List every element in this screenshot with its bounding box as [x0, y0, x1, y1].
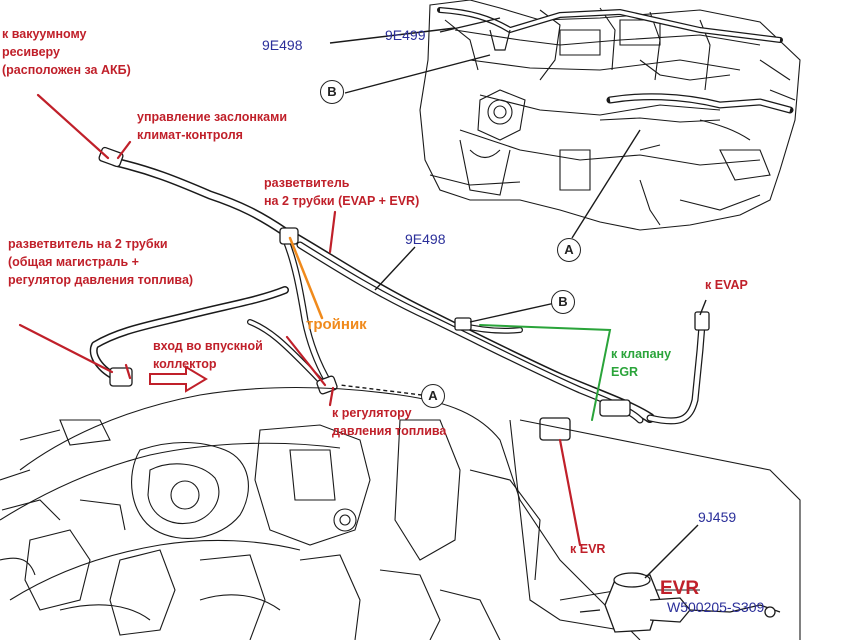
part-number-9e498-top: 9E498 [262, 37, 303, 53]
intake-arrow [149, 365, 208, 393]
label-tee: тройник [306, 316, 367, 333]
label-vacuum-receiver: к вакуумному ресиверу (расположен за АКБ… [2, 25, 131, 79]
label-line: климат-контроля [137, 128, 243, 142]
label-line: (расположен за АКБ) [2, 63, 131, 77]
label-line: ресиверу [2, 45, 60, 59]
label-line: разветвитель [264, 176, 350, 190]
callout-a-right: A [557, 238, 581, 262]
part-number-9e499: 9E499 [385, 27, 426, 43]
label-climate-control: управление заслонками климат-контроля [137, 108, 287, 144]
label-line: регулятор давления топлива) [8, 273, 194, 287]
label-to-evr: к EVR [570, 542, 606, 556]
orange-leader [288, 236, 324, 320]
part-number-w500205: W500205-S309 [667, 599, 765, 615]
label-line: к клапану [611, 347, 672, 361]
callout-b-top: B [320, 80, 344, 104]
label-line: на 2 трубки (EVAP + EVR) [264, 194, 420, 208]
label-line: разветвитель на 2 трубки [8, 237, 168, 251]
label-egr-valve: к клапану EGR [611, 345, 671, 381]
label-line: управление заслонками [137, 110, 288, 124]
label-line: EGR [611, 365, 639, 379]
part-number-9j459: 9J459 [698, 509, 737, 525]
label-line: вход во впускной [153, 339, 263, 353]
evr-solenoid [579, 572, 781, 633]
label-evr-unit: EVR [660, 578, 700, 599]
lower-engine-drawing [0, 386, 801, 640]
part-number-9e498-mid: 9E498 [405, 231, 446, 247]
callout-b-mid: B [551, 290, 575, 314]
label-line: (общая магистраль + [8, 255, 139, 269]
black-leaders [329, 17, 707, 579]
green-leaders [479, 324, 612, 421]
top-hoses [437, 7, 794, 151]
label-splitter-main: разветвитель на 2 трубки (общая магистра… [8, 235, 193, 289]
label-line: давления топлива [332, 424, 447, 438]
label-line: к регулятору [332, 406, 412, 420]
label-to-evap: к EVAP [705, 278, 748, 292]
label-line: к вакуумному [2, 27, 87, 41]
label-fuel-regulator: к регулятору давления топлива [332, 404, 446, 440]
label-splitter-evap-evr: разветвитель на 2 трубки (EVAP + EVR) [264, 174, 419, 210]
label-intake-manifold: вход во впускной коллектор [153, 337, 263, 373]
red-leaders [18, 93, 582, 547]
callout-a-low: A [421, 384, 445, 408]
label-line: коллектор [153, 357, 217, 371]
